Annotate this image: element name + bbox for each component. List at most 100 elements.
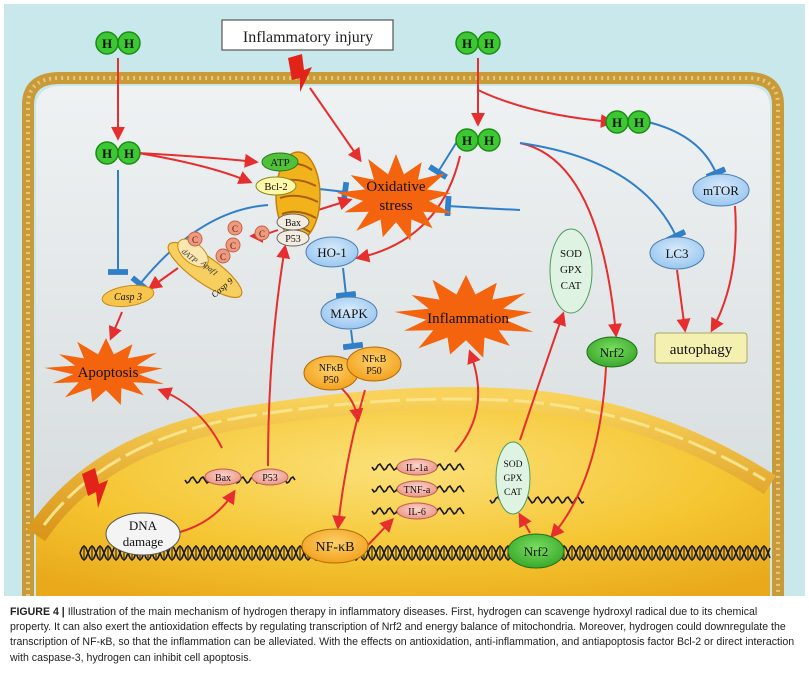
il1a-label: IL-1a	[406, 463, 429, 474]
sod-label-cyto: SOD	[560, 248, 582, 260]
p53-node-nucleus	[251, 468, 289, 486]
hydrogen-atom	[117, 31, 141, 55]
nfkb-label-1: NFκB	[319, 363, 344, 374]
inhibition-arrow	[444, 195, 521, 217]
antioxidant-node-nucleus	[495, 441, 531, 515]
bcl2-label: Bcl-2	[264, 182, 287, 193]
activation-arrow	[454, 349, 481, 453]
activation-arrow	[519, 142, 622, 338]
activation-arrow	[519, 311, 566, 441]
activation-arrow	[147, 267, 179, 290]
activation-arrow	[267, 244, 291, 467]
apoptosome	[167, 238, 243, 298]
atp-node	[261, 152, 299, 172]
cyt-c-label: C	[230, 241, 236, 251]
oxidative-stress-star	[336, 154, 453, 241]
tnfa-label: TNF-a	[404, 485, 431, 496]
cyt-c-label: C	[220, 252, 226, 262]
autophagy-box	[654, 332, 748, 364]
p53-label-mito: P53	[285, 234, 301, 245]
cat-label-cyto: CAT	[561, 280, 582, 292]
antioxidant-node-cyto	[549, 228, 593, 314]
nfkb-label-2: NFκB	[362, 354, 387, 365]
tnfa-node	[396, 480, 438, 498]
hydrogen-letter: H	[124, 36, 134, 51]
lightning-bolt-icon	[288, 54, 312, 92]
inhibition-arrow	[342, 329, 364, 351]
inhibition-arrow	[335, 267, 357, 299]
lc3-node	[649, 236, 705, 270]
cyt-c-label: C	[192, 235, 198, 245]
hydrogen-letter: H	[484, 133, 494, 148]
hydrogen-atom	[117, 141, 141, 165]
cyt-c-label: C	[232, 224, 238, 234]
bax-node-nucleus	[204, 468, 242, 486]
oxidative-stress-label-1: Oxidative	[366, 179, 425, 195]
inflammation-label: Inflammation	[427, 311, 509, 327]
hydrogen-letter: H	[102, 36, 112, 51]
inflammatory-injury-box	[221, 19, 394, 51]
activation-arrow	[477, 89, 615, 129]
nfkb-node-nucleus	[301, 528, 369, 564]
p50-label-2: P50	[366, 366, 382, 377]
bcl2-node	[255, 176, 297, 196]
caption-text: Illustration of the main mechanism of hy…	[10, 606, 795, 664]
gpx-label-nucleus: GPX	[503, 474, 522, 484]
mtor-node	[692, 173, 750, 207]
il6-node	[396, 502, 438, 520]
inhibition-arrow	[519, 142, 687, 243]
casp3-node	[101, 284, 155, 308]
dna-strand	[79, 544, 771, 562]
activation-arrow	[710, 205, 737, 333]
activation-arrow	[157, 387, 223, 449]
activation-arrow	[676, 269, 691, 333]
atp-label: ATP	[270, 157, 290, 169]
hydrogen-atom	[477, 128, 501, 152]
bax-label-mito: Bax	[285, 218, 301, 229]
hydrogen-atom	[627, 110, 651, 134]
apoptosis-star	[44, 338, 164, 405]
figure-caption: FIGURE 4 | Illustration of the main mech…	[10, 605, 800, 666]
cat-label-nucleus: CAT	[504, 488, 522, 498]
mtor-label: mTOR	[703, 183, 739, 198]
hydrogen-letter: H	[612, 115, 622, 130]
activation-arrow	[332, 389, 366, 530]
p53-label-nucleus: P53	[262, 473, 278, 484]
bax-label-nucleus: Bax	[215, 473, 231, 484]
dna-damage-label-2: damage	[123, 534, 164, 549]
inhibition-arrow	[130, 204, 269, 293]
hydrogen-letter: H	[462, 133, 472, 148]
lightning-bolt-icon	[82, 468, 108, 508]
figure-label: FIGURE 4 |	[10, 606, 65, 618]
nrf2-node-cyto	[586, 336, 638, 368]
ho1-node	[305, 236, 359, 268]
hydrogen-letter: H	[462, 36, 472, 51]
mapk-label: MAPK	[330, 306, 368, 321]
nrf2-node-nucleus	[507, 533, 565, 569]
activation-arrow	[317, 196, 353, 211]
nfkb-label-nucleus: NF-κB	[316, 540, 355, 555]
apoptosis-label: Apoptosis	[78, 365, 139, 381]
autophagy-label: autophagy	[670, 342, 733, 358]
dna-damage-node	[105, 512, 181, 556]
dna-strand	[79, 544, 771, 562]
nrf2-label-nucleus: Nrf2	[524, 544, 549, 559]
p53-node-mito	[276, 229, 310, 247]
nrf2-label-cyto: Nrf2	[600, 345, 625, 360]
ho1-label: HO-1	[317, 245, 347, 260]
il6-label: IL-6	[408, 507, 426, 518]
nfkb-node-2	[346, 346, 402, 382]
inflammatory-injury-label: Inflammatory injury	[243, 29, 373, 46]
sod-label-nucleus: SOD	[503, 460, 522, 470]
activation-arrow	[518, 512, 532, 534]
activation-arrow	[137, 152, 253, 185]
hydrogen-letter: H	[102, 146, 112, 161]
p50-label-1: P50	[323, 375, 339, 386]
activation-arrow	[179, 489, 236, 533]
activation-arrow	[367, 517, 394, 546]
